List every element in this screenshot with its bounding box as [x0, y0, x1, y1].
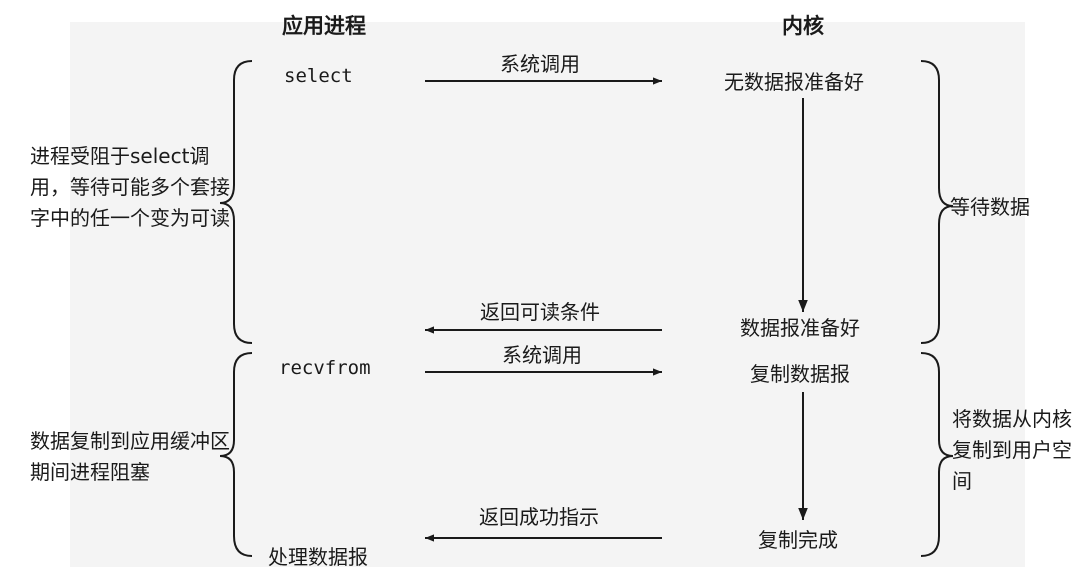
left-brace-copy	[219, 352, 253, 557]
note-copy-kernel-to-user: 将数据从内核复制到用户空间	[952, 407, 1072, 493]
recvfrom-call-label: recvfrom	[279, 357, 371, 379]
copy-complete-label: 复制完成	[758, 528, 838, 552]
right-brace-copy	[920, 352, 954, 557]
process-datagram-label: 处理数据报	[268, 545, 368, 569]
kernel-header: 内核	[782, 14, 824, 38]
no-datagram-ready-label: 无数据报准备好	[724, 70, 864, 94]
note-wait-for-data: 等待数据	[950, 195, 1030, 219]
syscall-label-1: 系统调用	[500, 52, 580, 76]
note-blocked-in-select: 进程受阻于select调用，等待可能多个套接字中的任一个变为可读	[30, 144, 230, 230]
diagram-background	[70, 22, 1025, 567]
app-process-header: 应用进程	[282, 14, 366, 38]
copy-datagram-label: 复制数据报	[750, 362, 850, 386]
left-brace-select	[219, 60, 253, 344]
return-readable-label: 返回可读条件	[480, 300, 600, 324]
select-call-label: select	[284, 65, 353, 87]
right-brace-wait	[920, 60, 954, 344]
note-blocked-during-copy: 数据复制到应用缓冲区期间进程阻塞	[30, 429, 230, 484]
datagram-ready-label: 数据报准备好	[740, 316, 860, 340]
return-success-label: 返回成功指示	[479, 505, 599, 529]
syscall-label-2: 系统调用	[502, 343, 582, 367]
